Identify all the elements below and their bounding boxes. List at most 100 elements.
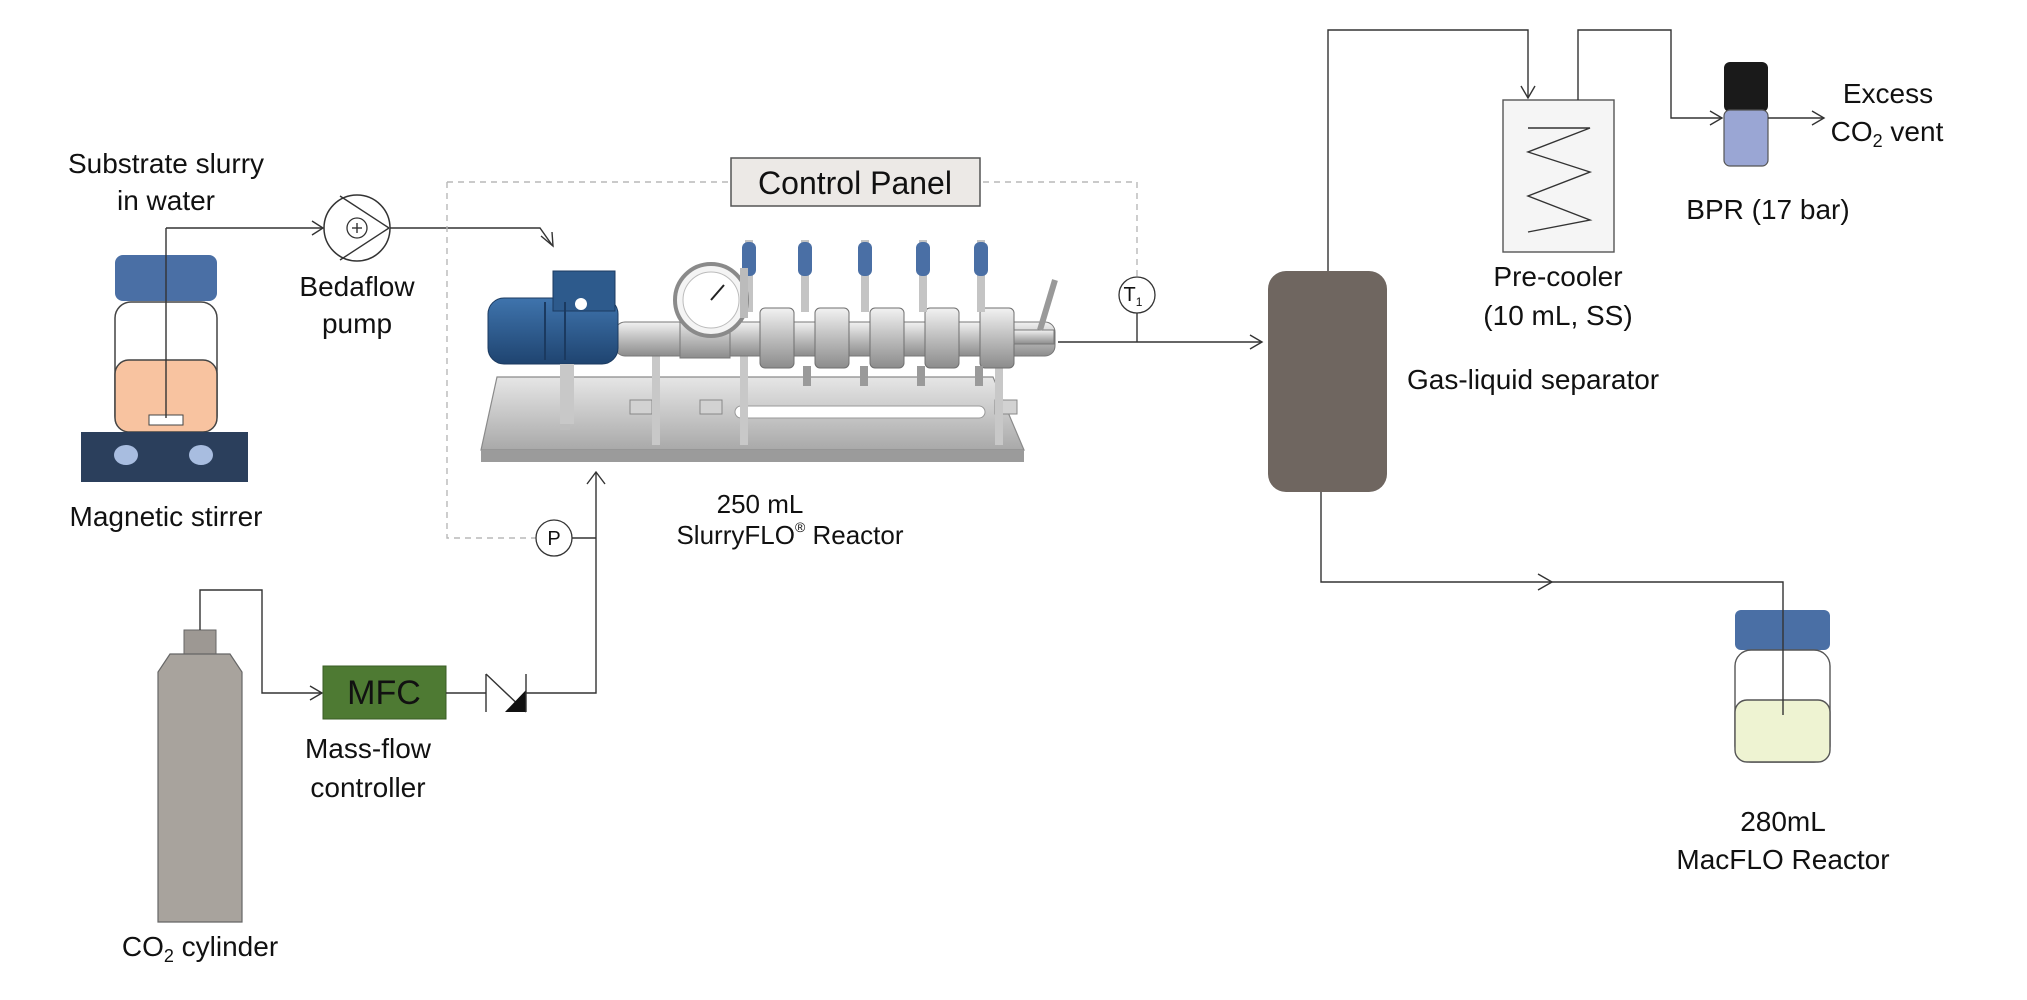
mfc-box bbox=[322, 665, 447, 720]
flange-3 bbox=[869, 307, 905, 369]
valve-handle-2 bbox=[798, 242, 812, 276]
base-mount-1 bbox=[629, 399, 653, 415]
pump-outlet-arrow bbox=[540, 231, 554, 248]
temperature-sensor bbox=[1118, 276, 1156, 314]
lower-stub-2 bbox=[860, 366, 868, 386]
bpr-label: BPR (17 bar) bbox=[1686, 194, 1849, 225]
co2-suffix: cylinder bbox=[174, 931, 278, 962]
pre-cooler-label-line1: Pre-cooler bbox=[1493, 261, 1622, 292]
cylinder-body bbox=[157, 653, 243, 923]
lower-stub-3 bbox=[917, 366, 925, 386]
temp-sensor-letter: T bbox=[1124, 284, 1136, 306]
co2-text: CO bbox=[122, 931, 164, 962]
outlet-valve-lever bbox=[1037, 279, 1058, 331]
lower-stub-4 bbox=[975, 366, 983, 386]
co2-subscript: 2 bbox=[164, 946, 174, 966]
macflo-label-line1: 280mL bbox=[1740, 806, 1826, 837]
pump-label-line2: pump bbox=[322, 308, 392, 339]
mfc-caption-line1: Mass-flow bbox=[305, 733, 432, 764]
vent-suffix: vent bbox=[1883, 116, 1944, 147]
substrate-bottle bbox=[114, 228, 218, 433]
pre-cooler bbox=[1502, 99, 1615, 253]
motor-badge bbox=[575, 298, 587, 310]
co2-to-reactor-arrow bbox=[586, 470, 606, 485]
valve-handle-4 bbox=[916, 242, 930, 276]
support-leg-2 bbox=[652, 330, 660, 445]
reactor-label-line2: SlurryFLO® Reactor bbox=[676, 519, 903, 550]
slurryflo-reactor bbox=[480, 240, 1058, 462]
vent-label-line1: Excess bbox=[1843, 78, 1933, 109]
valve-handle-5 bbox=[974, 242, 988, 276]
reactor-valves bbox=[742, 240, 988, 312]
magnetic-stirrer-label: Magnetic stirrer bbox=[70, 501, 263, 532]
co2-cylinder bbox=[157, 629, 243, 923]
flange-5 bbox=[979, 307, 1015, 369]
control-panel-label: Control Panel bbox=[758, 165, 952, 201]
check-valve-ball bbox=[505, 690, 526, 712]
precooler-outlet-arrow bbox=[1709, 110, 1724, 126]
vent-label-line2: CO2 vent bbox=[1831, 116, 1944, 151]
mfc-caption-line2: controller bbox=[310, 772, 425, 803]
feed-arrow-head bbox=[311, 220, 325, 236]
flange-4 bbox=[924, 307, 960, 369]
magnetic-stirrer bbox=[81, 432, 248, 482]
valve-handle-3 bbox=[858, 242, 872, 276]
substrate-label-line1: Substrate slurry bbox=[68, 148, 264, 179]
check-valve bbox=[485, 673, 527, 713]
control-panel-box bbox=[730, 157, 981, 207]
reactor-base-slot bbox=[734, 405, 986, 419]
outlet-fitting bbox=[1013, 329, 1055, 345]
reactor-name: SlurryFLO bbox=[676, 520, 794, 550]
pressure-sensor-label: P bbox=[547, 528, 560, 550]
co2-supply-line bbox=[199, 589, 322, 694]
separator-gas-arrow bbox=[1520, 85, 1536, 100]
control-signal-left bbox=[446, 182, 552, 539]
reactor-outlet-arrow bbox=[1249, 334, 1264, 350]
reactor-suffix: Reactor bbox=[805, 520, 904, 550]
co2-to-reactor-line bbox=[526, 472, 597, 694]
co2-supply-arrow bbox=[309, 685, 324, 701]
reactor-base-edge bbox=[481, 450, 1024, 462]
motor-mount bbox=[560, 364, 574, 424]
flange-1 bbox=[759, 307, 795, 369]
macflo-label-line2: MacFLO Reactor bbox=[1676, 844, 1889, 875]
gauge-needle bbox=[710, 284, 725, 301]
stirrer-knob-right bbox=[189, 445, 213, 465]
lower-stub-1 bbox=[803, 366, 811, 386]
pump-chevron-bottom bbox=[339, 227, 390, 261]
gas-liquid-separator bbox=[1268, 271, 1387, 492]
base-mount-2 bbox=[699, 399, 723, 415]
bpr-cap bbox=[1724, 62, 1768, 112]
stirrer-base bbox=[81, 432, 248, 482]
pre-cooler-coil bbox=[1525, 127, 1593, 233]
cylinder-valve bbox=[183, 629, 217, 655]
vent-co2-subscript: 2 bbox=[1873, 131, 1883, 151]
pump-chevron-top bbox=[339, 195, 390, 229]
vent-co2-text: CO bbox=[1831, 116, 1873, 147]
pump-label-line1: Bedaflow bbox=[299, 271, 415, 302]
temp-sensor-subscript: 1 bbox=[1136, 295, 1143, 309]
support-leg-3 bbox=[740, 330, 748, 445]
registered-mark: ® bbox=[795, 519, 806, 535]
flange-2 bbox=[814, 307, 850, 369]
macflo-reactor bbox=[1734, 610, 1831, 763]
separator-liquid-line bbox=[1320, 492, 1784, 715]
stirrer-knob-left bbox=[114, 445, 138, 465]
pre-cooler-label-line2: (10 mL, SS) bbox=[1483, 300, 1632, 331]
separator-liquid-arrow bbox=[1537, 573, 1554, 591]
separator-label: Gas-liquid separator bbox=[1407, 364, 1659, 395]
bedaflow-pump bbox=[323, 194, 391, 262]
substrate-label-line2: in water bbox=[117, 185, 215, 216]
valve-handle-1 bbox=[742, 242, 756, 276]
mfc-label: MFC bbox=[347, 674, 421, 712]
co2-cylinder-label: CO2 cylinder bbox=[122, 931, 278, 966]
pump-outlet-line bbox=[390, 227, 553, 246]
gauge-side-valve bbox=[740, 268, 748, 318]
reactor-label-line1: 250 mL bbox=[717, 489, 804, 519]
temperature-sensor-label: T1 bbox=[1124, 284, 1143, 309]
precooler-outlet-line bbox=[1577, 29, 1722, 119]
bpr-body bbox=[1723, 109, 1769, 167]
pressure-sensor bbox=[535, 519, 573, 557]
